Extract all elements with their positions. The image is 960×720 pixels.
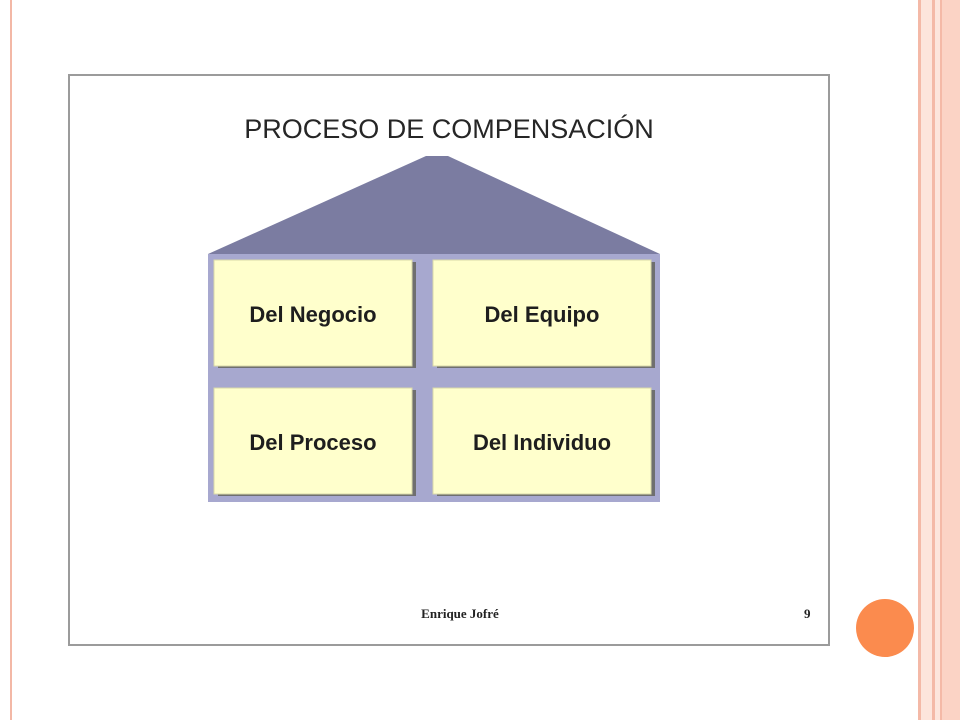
left-border-line — [10, 0, 12, 720]
box-del-individuo — [432, 387, 652, 495]
box-del-equipo — [432, 259, 652, 367]
house-roof — [208, 156, 660, 254]
box-label-del-negocio: Del Negocio — [249, 302, 377, 327]
diagram-title: PROCESO DE COMPENSACIÓN — [244, 114, 654, 144]
right-decor-stripe — [940, 0, 942, 720]
box-del-negocio — [213, 259, 413, 367]
slide-picture: PROCESO DE COMPENSACIÓN Del Negocio Del … — [68, 74, 830, 646]
right-decor-stripe — [918, 0, 921, 720]
right-decor-stripe — [932, 0, 935, 720]
decorative-circle — [856, 599, 914, 657]
right-decor-stripe — [935, 0, 940, 720]
house-diagram — [208, 156, 660, 502]
right-decor-stripe — [921, 0, 932, 720]
footer-page-number: 9 — [804, 606, 811, 621]
box-label-del-equipo: Del Equipo — [484, 302, 600, 327]
box-label-del-proceso: Del Proceso — [249, 430, 377, 455]
box-del-proceso — [213, 387, 413, 495]
right-decor-stripe — [942, 0, 960, 720]
box-label-del-individuo: Del Individuo — [472, 430, 612, 455]
footer-author: Enrique Jofré — [421, 606, 499, 621]
